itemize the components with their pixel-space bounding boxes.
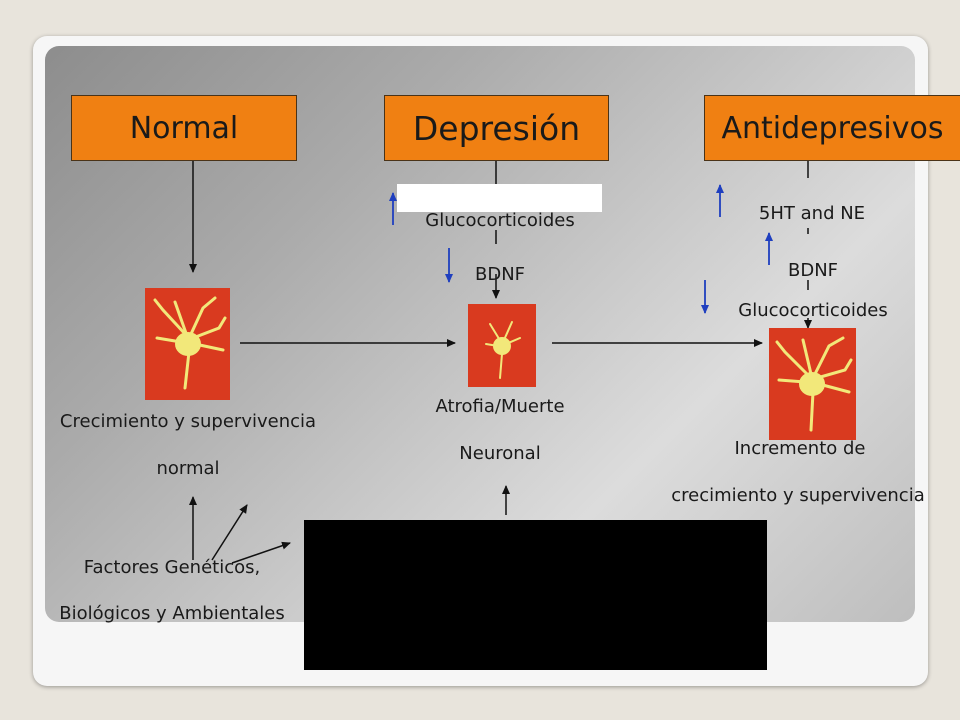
antidep-bdnf-label: BDNF [787,260,839,281]
black-box [304,520,767,670]
antidep-5ht-label: 5HT and NE [758,203,866,224]
header-depresion: Depresión [384,95,609,161]
factors-line2: Biológicos y Ambientales [59,603,285,624]
factors-line1: Factores Genéticos, [83,557,261,578]
factor-arrow-diagonal [211,504,248,561]
neuron-depresion-image [468,304,536,387]
normal-outcome-line2: normal [156,458,220,479]
header-normal: Normal [71,95,297,161]
factor-arrow-right [231,541,291,564]
depresion-glucocorticoides-label: Glucocorticoides [425,210,575,231]
depresion-outcome-line2: Neuronal [459,443,541,464]
white-bar [397,184,602,212]
header-antidepresivos: Antidepresivos [704,95,960,161]
normal-outcome-line1: Crecimiento y supervivencia [59,411,317,432]
depresion-outcome-line1: Atrofia/Muerte [435,396,565,417]
depresion-bdnf-label: BDNF [474,264,526,285]
antidep-glucocorticoides-label: Glucocorticoides [738,300,888,321]
neuron-normal-image [145,288,230,400]
neuron-antidepresivos-image [769,328,856,440]
antidep-outcome-line2: crecimiento y supervivencia [671,485,925,506]
antidep-outcome-line1: Incremento de [734,438,866,459]
